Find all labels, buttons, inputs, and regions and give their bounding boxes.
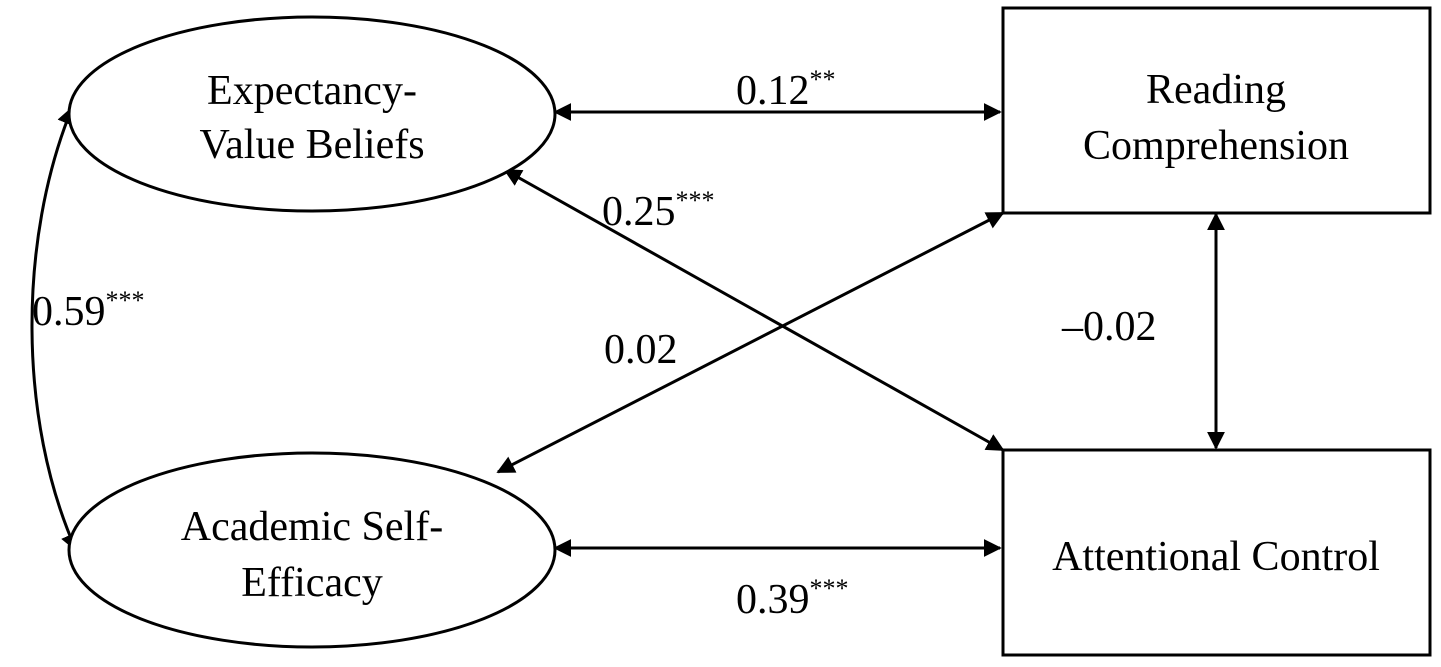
link-ev-ac xyxy=(503,168,1005,452)
coef-ev-ac-sig: *** xyxy=(676,186,715,215)
coef-ase-rc: 0.02 xyxy=(604,327,678,373)
node-expectancy-value-beliefs-line1: Expectancy- xyxy=(207,68,417,114)
link-ev-ase xyxy=(30,106,78,552)
coef-ase-ac-value: 0.39 xyxy=(736,577,810,623)
coef-ev-rc: 0.12** xyxy=(736,65,836,114)
coef-ev-rc-value: 0.12 xyxy=(736,68,810,114)
node-reading-comprehension-line1: Reading xyxy=(1146,67,1286,113)
coef-ev-ase-value: 0.59 xyxy=(32,289,106,335)
coef-ev-ase: 0.59*** xyxy=(32,286,145,335)
node-reading-comprehension-line2: Comprehension xyxy=(1083,123,1349,169)
coef-ase-ac-sig: *** xyxy=(810,574,849,603)
coef-ev-rc-sig: ** xyxy=(810,65,836,94)
node-attentional-control-label: Attentional Control xyxy=(1052,534,1380,580)
node-reading-comprehension xyxy=(1001,6,1432,215)
node-expectancy-value-beliefs-line2: Value Beliefs xyxy=(199,122,424,168)
coef-rc-ac-value: –0.02 xyxy=(1061,304,1157,350)
node-academic-self-efficacy-line2: Efficacy xyxy=(241,560,382,606)
coef-rc-ac: –0.02 xyxy=(1061,304,1157,350)
node-academic-self-efficacy xyxy=(67,451,557,649)
node-expectancy-value-beliefs xyxy=(67,15,557,213)
link-ase-rc xyxy=(496,211,1005,474)
node-academic-self-efficacy-line1: Academic Self- xyxy=(181,504,443,550)
coef-ase-rc-value: 0.02 xyxy=(604,327,678,373)
coef-ev-ase-sig: *** xyxy=(106,286,145,315)
coef-ev-ac-value: 0.25 xyxy=(602,189,676,235)
node-attentional-control xyxy=(1001,448,1432,657)
coef-ase-ac: 0.39*** xyxy=(736,574,849,623)
coef-ev-ac: 0.25*** xyxy=(602,186,715,235)
